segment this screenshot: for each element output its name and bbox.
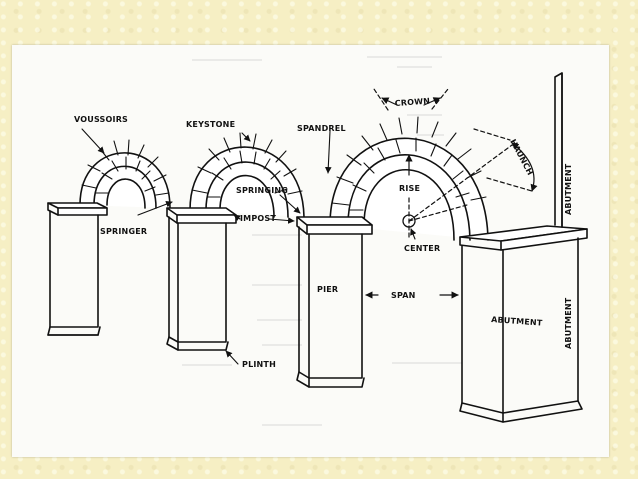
pier-left: [47, 202, 108, 336]
label-pier: PIER: [317, 285, 338, 294]
arch-2: [189, 132, 305, 218]
label-keystone: KEYSTONE: [186, 120, 235, 129]
label-haunch: HAUNCH: [508, 138, 535, 177]
label-impost: IMPOST: [240, 214, 276, 223]
label-rise: RISE: [399, 184, 420, 193]
label-spandrel: SPANDREL: [297, 124, 346, 133]
leader-arrows: [81, 128, 417, 365]
center-marker: [402, 214, 416, 228]
pier-center: [296, 216, 373, 388]
label-plinth: PLINTH: [242, 360, 276, 369]
label-voussoirs: VOUSSOIRS: [74, 115, 128, 124]
pier-middle-left: [166, 207, 237, 351]
label-abutment-upper: ABUTMENT: [564, 163, 573, 215]
label-span: SPAN: [391, 291, 416, 300]
arch-diagram: VOUSSOIRS KEYSTONE SPANDREL CROWN HAUNCH…: [47, 56, 588, 426]
label-crown: CROWN: [395, 97, 431, 108]
label-springing: SPRINGING: [236, 186, 288, 195]
abutment-block: [459, 72, 588, 423]
label-abutment-lower: ABUTMENT: [564, 297, 573, 349]
arch-1: [79, 139, 171, 209]
slide-frame: VOUSSOIRS KEYSTONE SPANDREL CROWN HAUNCH…: [12, 45, 609, 457]
label-springer: SPRINGER: [100, 227, 147, 236]
label-center: CENTER: [404, 244, 440, 253]
label-abutment-block: ABUTMENT: [491, 315, 543, 328]
bleed-through-texture: [182, 56, 462, 426]
dimension-guides: [365, 88, 538, 299]
